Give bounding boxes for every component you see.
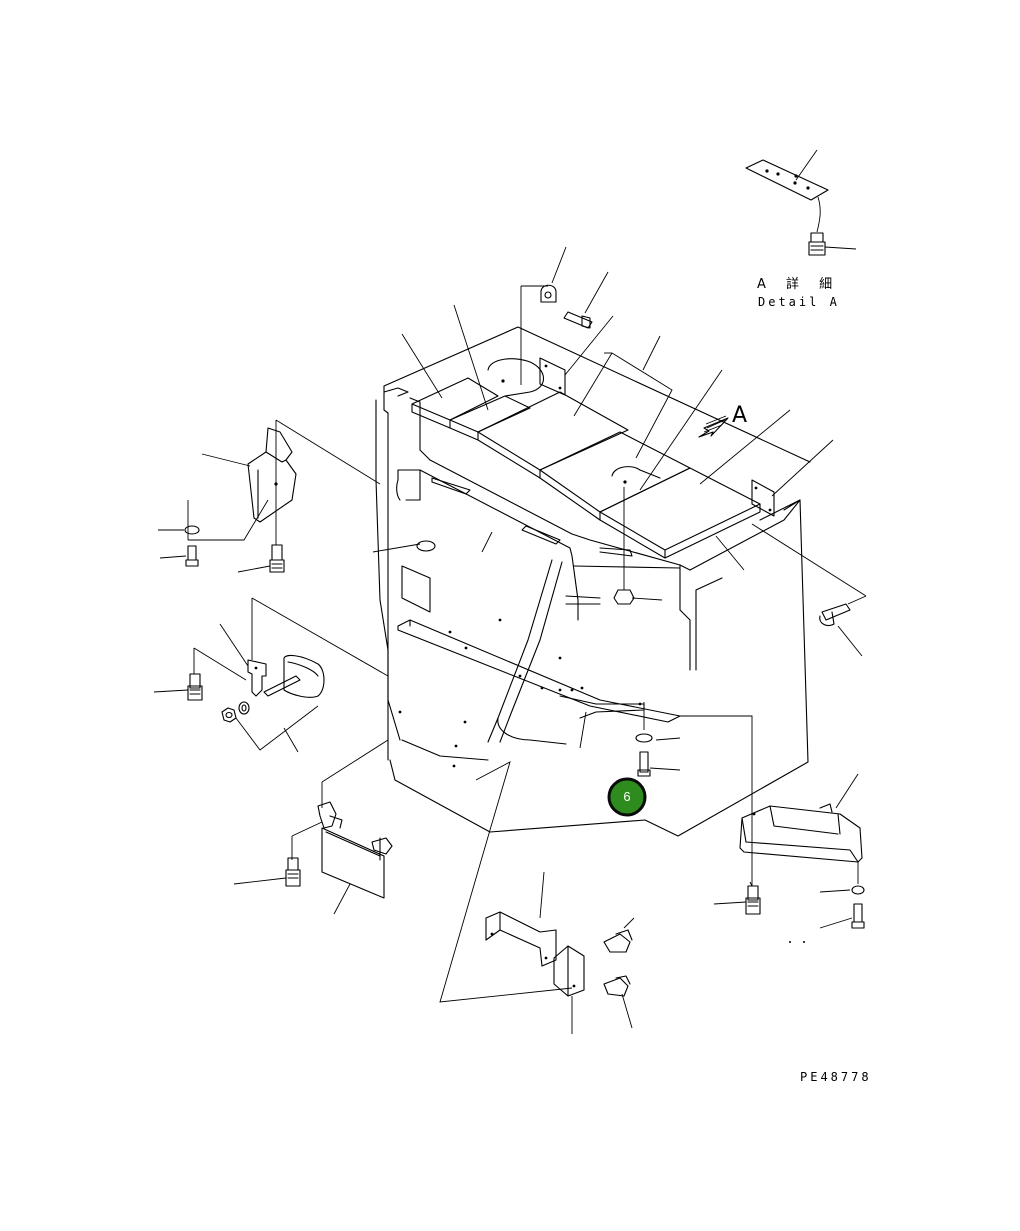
washer-2	[238, 701, 250, 715]
detail-caption-en: Detail A	[758, 295, 840, 309]
floor-mat-2	[449, 395, 531, 441]
right-lower-step	[680, 715, 865, 943]
bolt-left-3	[187, 673, 203, 701]
right-bolt	[819, 595, 867, 657]
cap-screw	[563, 311, 593, 329]
leader-lines	[372, 304, 867, 771]
mirror	[263, 654, 325, 698]
detail-bolt	[808, 232, 826, 256]
lower-left-cover	[233, 739, 393, 915]
bolt-right-2	[851, 903, 865, 929]
corner-plate-right	[751, 479, 775, 517]
centre-washer-bolt	[635, 702, 653, 777]
detail-a-group: A 詳 細 Detail A	[745, 149, 857, 309]
bracket-plate	[539, 357, 566, 396]
callout-number[interactable]: 6	[623, 789, 630, 804]
bolt-centre-2	[603, 975, 631, 997]
bolt-left-2	[269, 544, 285, 573]
small-bracket	[247, 659, 267, 697]
drawing-number: PE48778	[800, 1070, 872, 1084]
part-callout-6[interactable]: 6	[607, 777, 647, 817]
angle-bracket-2	[553, 945, 585, 997]
cab-body	[375, 326, 811, 837]
bolt-left-1	[185, 545, 199, 567]
cover-plate	[321, 827, 393, 899]
floor-mat-3	[477, 391, 629, 479]
washer-left-1	[184, 525, 200, 535]
view-arrow-a: A	[698, 403, 747, 438]
detail-caption-jp: A 詳 細	[757, 276, 840, 292]
view-arrow-letter: A	[732, 403, 747, 428]
eye-bolt	[540, 284, 557, 303]
detail-plate	[745, 159, 829, 201]
angle-bracket-1	[485, 911, 557, 967]
lower-centre	[439, 761, 635, 1034]
floor-mat-5	[599, 467, 761, 559]
bolt-left-4	[285, 857, 301, 887]
hinge-bracket	[317, 801, 343, 829]
nut-1	[221, 707, 237, 723]
left-mid-bracket	[153, 597, 389, 753]
top-hardware	[520, 246, 614, 396]
floor-mat-1	[411, 377, 499, 429]
bolt-right-1	[745, 885, 761, 915]
centre-screw	[613, 487, 635, 605]
floor-mat-4	[539, 431, 691, 521]
bolt-centre-1	[603, 929, 633, 953]
callout-circle[interactable]	[607, 777, 647, 817]
left-upper-bracket	[158, 419, 381, 573]
step-cover	[739, 803, 863, 863]
